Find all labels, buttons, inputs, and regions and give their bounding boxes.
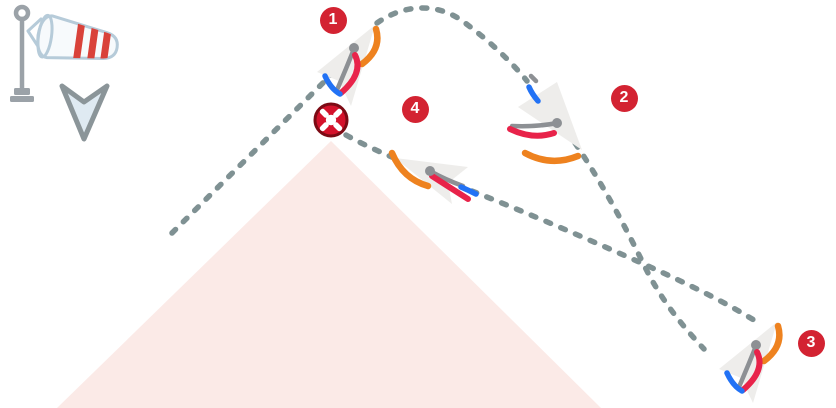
main-sail [429, 173, 471, 202]
windsock-base [14, 88, 30, 95]
marker-label: 1 [328, 11, 338, 28]
position-marker-4: 4 [401, 95, 429, 123]
position-marker-3: 3 [797, 329, 825, 357]
marker-label: 3 [806, 334, 816, 351]
boat-hull [518, 82, 582, 150]
marker-label: 4 [410, 100, 420, 117]
position-marker-2: 2 [610, 84, 638, 112]
jib-sail [526, 84, 541, 104]
course-path-outer [169, 5, 707, 352]
main-sail [507, 126, 557, 139]
masthead-dot [425, 166, 435, 176]
no-go-zone-triangle [57, 141, 601, 408]
windsock-body [36, 13, 119, 68]
masthead-dot [552, 118, 562, 128]
life-buoy-mark-icon [313, 102, 349, 138]
boat-hull [395, 158, 468, 204]
sailboat-icon-position-2 [507, 73, 582, 164]
spinnaker-sail [521, 149, 582, 164]
masthead-pennant [528, 73, 539, 84]
sailboat-icon-position-1 [317, 25, 377, 106]
windsock-base-foot [10, 96, 34, 102]
windsock-icon [10, 4, 119, 102]
wind-direction-arrow-icon [59, 83, 110, 142]
sailboat-icon-position-3 [719, 322, 779, 403]
boat-boom [509, 120, 560, 129]
position-marker-1: 1 [319, 6, 347, 34]
marker-label: 2 [619, 89, 629, 106]
jib-sail [458, 184, 479, 197]
spinnaker-sail [388, 149, 432, 190]
sailboat-icon-position-4 [388, 149, 479, 204]
